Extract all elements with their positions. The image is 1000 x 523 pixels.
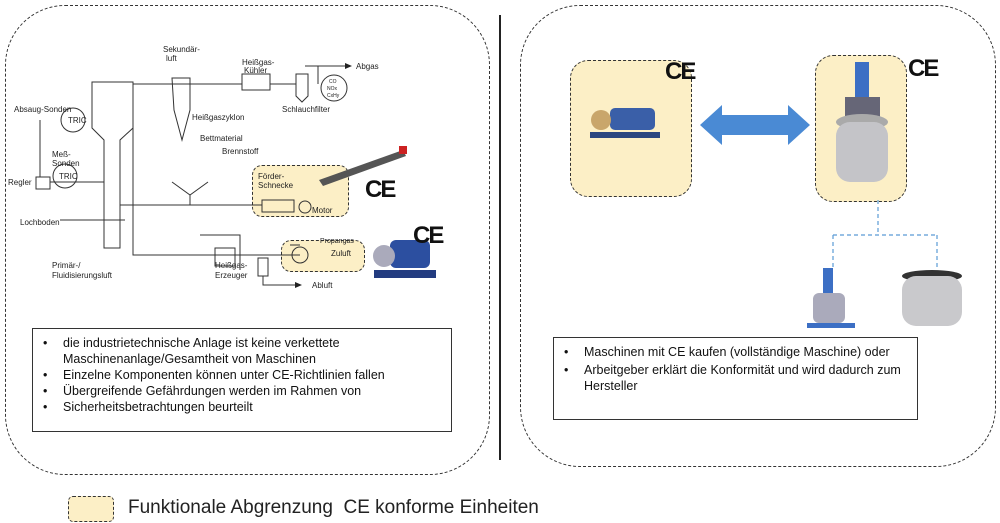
bullet-item: Arbeitgeber erklärt die Konformität und … (564, 362, 909, 394)
dashed-connector (832, 200, 938, 270)
legend-swatch (68, 496, 114, 522)
label-erzeuger2: Erzeuger (215, 271, 248, 280)
ce-mark: CE (665, 58, 696, 85)
label-kuehler2: Kühler (244, 66, 267, 75)
label-luft: luft (166, 54, 177, 63)
double-arrow (700, 105, 810, 145)
foerderschnecke-boundary (252, 165, 349, 217)
legend-label: Funktionale Abgrenzung CE konforme Einhe… (128, 497, 539, 518)
label-regler: Regler (8, 178, 32, 187)
ce-mark: CE (413, 222, 444, 249)
label-abluft: Abluft (312, 281, 333, 290)
bullet-item: Übergreifende Gefährdungen werden im Rah… (43, 383, 443, 399)
label-zuluft: Zuluft (331, 249, 352, 258)
bag-filter (295, 73, 309, 103)
label-kuehler: Heißgas- (242, 58, 275, 67)
label-schnecke: Schnecke (258, 181, 294, 190)
label-sonden: Sonden (52, 159, 80, 168)
right-panel (520, 5, 996, 467)
ce-mark: CE (908, 55, 939, 82)
reactor (91, 81, 134, 249)
label-cxhy: CxHy (327, 93, 340, 99)
ce-mark: CE (365, 176, 396, 203)
label-lochboden: Lochboden (20, 218, 60, 227)
label-fluidisierung: Fluidisierungsluft (52, 271, 113, 280)
label-sekundaer: Sekundär- (163, 45, 200, 54)
left-text-box: die industrietechnische Anlage ist keine… (32, 328, 452, 432)
label-nox: NOx (327, 86, 338, 92)
label-motor: Motor (312, 206, 333, 215)
label-abgas: Abgas (356, 62, 379, 71)
bullet-item: Maschinen mit CE kaufen (vollständige Ma… (564, 344, 909, 360)
label-bettmaterial: Bettmaterial (200, 134, 243, 143)
label-schlauchfilter: Schlauchfilter (282, 105, 330, 114)
process-flow-diagram: Sekundär- luft Heißgas- Kühler Abgas Abs… (8, 45, 379, 290)
label-trc2: TRIC (59, 172, 78, 181)
zuluft-boundary (281, 240, 365, 272)
bullet-item: Sicherheitsbetrachtungen beurteilt (43, 399, 443, 415)
right-text-box: Maschinen mit CE kaufen (vollständige Ma… (553, 337, 918, 420)
label-trc: TRIC (68, 116, 87, 125)
pump-image (590, 108, 660, 138)
label-foerder: Förder- (258, 172, 285, 181)
label-erzeuger: Heißgas- (215, 261, 248, 270)
label-propangas: Propangas (320, 238, 354, 245)
reactor-image (836, 62, 888, 182)
small-reactor-image (807, 268, 855, 328)
divider (499, 15, 501, 460)
cyclone (171, 77, 191, 142)
label-zyklon: Heißgaszyklon (192, 113, 244, 122)
bullet-item: Einzelne Komponenten können unter CE-Ric… (43, 367, 443, 383)
bullet-item: die industrietechnische Anlage ist keine… (43, 335, 443, 367)
heissgas-erzeuger (214, 247, 236, 267)
screw-conveyor-image (319, 146, 407, 186)
label-brennstoff: Brennstoff (222, 147, 259, 156)
vessel-image (902, 270, 962, 326)
label-mess: Meß- (52, 150, 71, 159)
label-absaug: Absaug-Sonden (14, 105, 71, 114)
heat-exchanger (241, 73, 271, 91)
pump-image (373, 240, 436, 278)
label-primaer: Primär-/ (52, 261, 81, 270)
label-co: CO (329, 79, 337, 85)
left-panel (5, 5, 490, 475)
